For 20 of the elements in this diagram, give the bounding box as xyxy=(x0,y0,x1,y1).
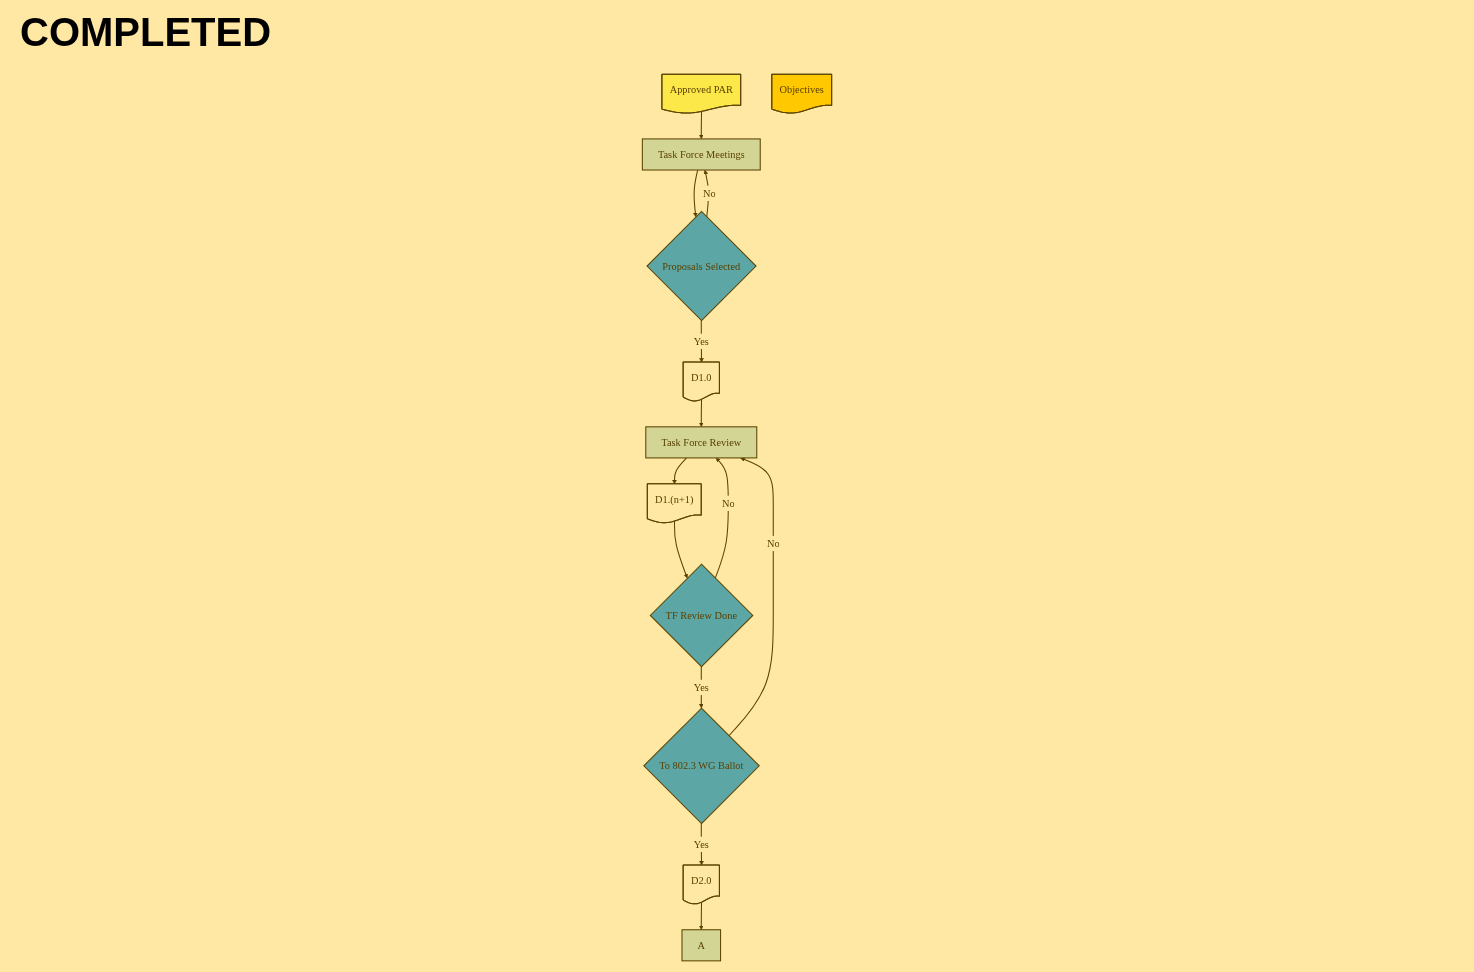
arrow xyxy=(699,111,704,140)
node-diamond: TF Review Done xyxy=(649,563,754,668)
node-diamond: Proposals Selected xyxy=(646,210,757,322)
edge-label: No xyxy=(766,537,780,550)
arrow xyxy=(728,457,774,737)
edge-label: No xyxy=(721,497,735,509)
node-box: Task Force Review xyxy=(645,426,758,459)
arrow xyxy=(699,399,704,428)
node-box: A xyxy=(681,929,722,962)
node-diamond: To 802.3 WG Ballot xyxy=(643,707,760,825)
edge-label: Yes xyxy=(693,681,709,694)
arrow xyxy=(693,169,699,218)
arrow xyxy=(673,520,688,579)
node-box: Task Force Meetings xyxy=(641,138,761,171)
arrow xyxy=(699,902,704,930)
edge-label: Yes xyxy=(693,838,709,850)
edge-label: Yes xyxy=(693,335,709,348)
edge-label: No xyxy=(703,187,716,199)
arrow xyxy=(714,457,729,579)
stamp-text: COMPLETED xyxy=(20,10,272,55)
